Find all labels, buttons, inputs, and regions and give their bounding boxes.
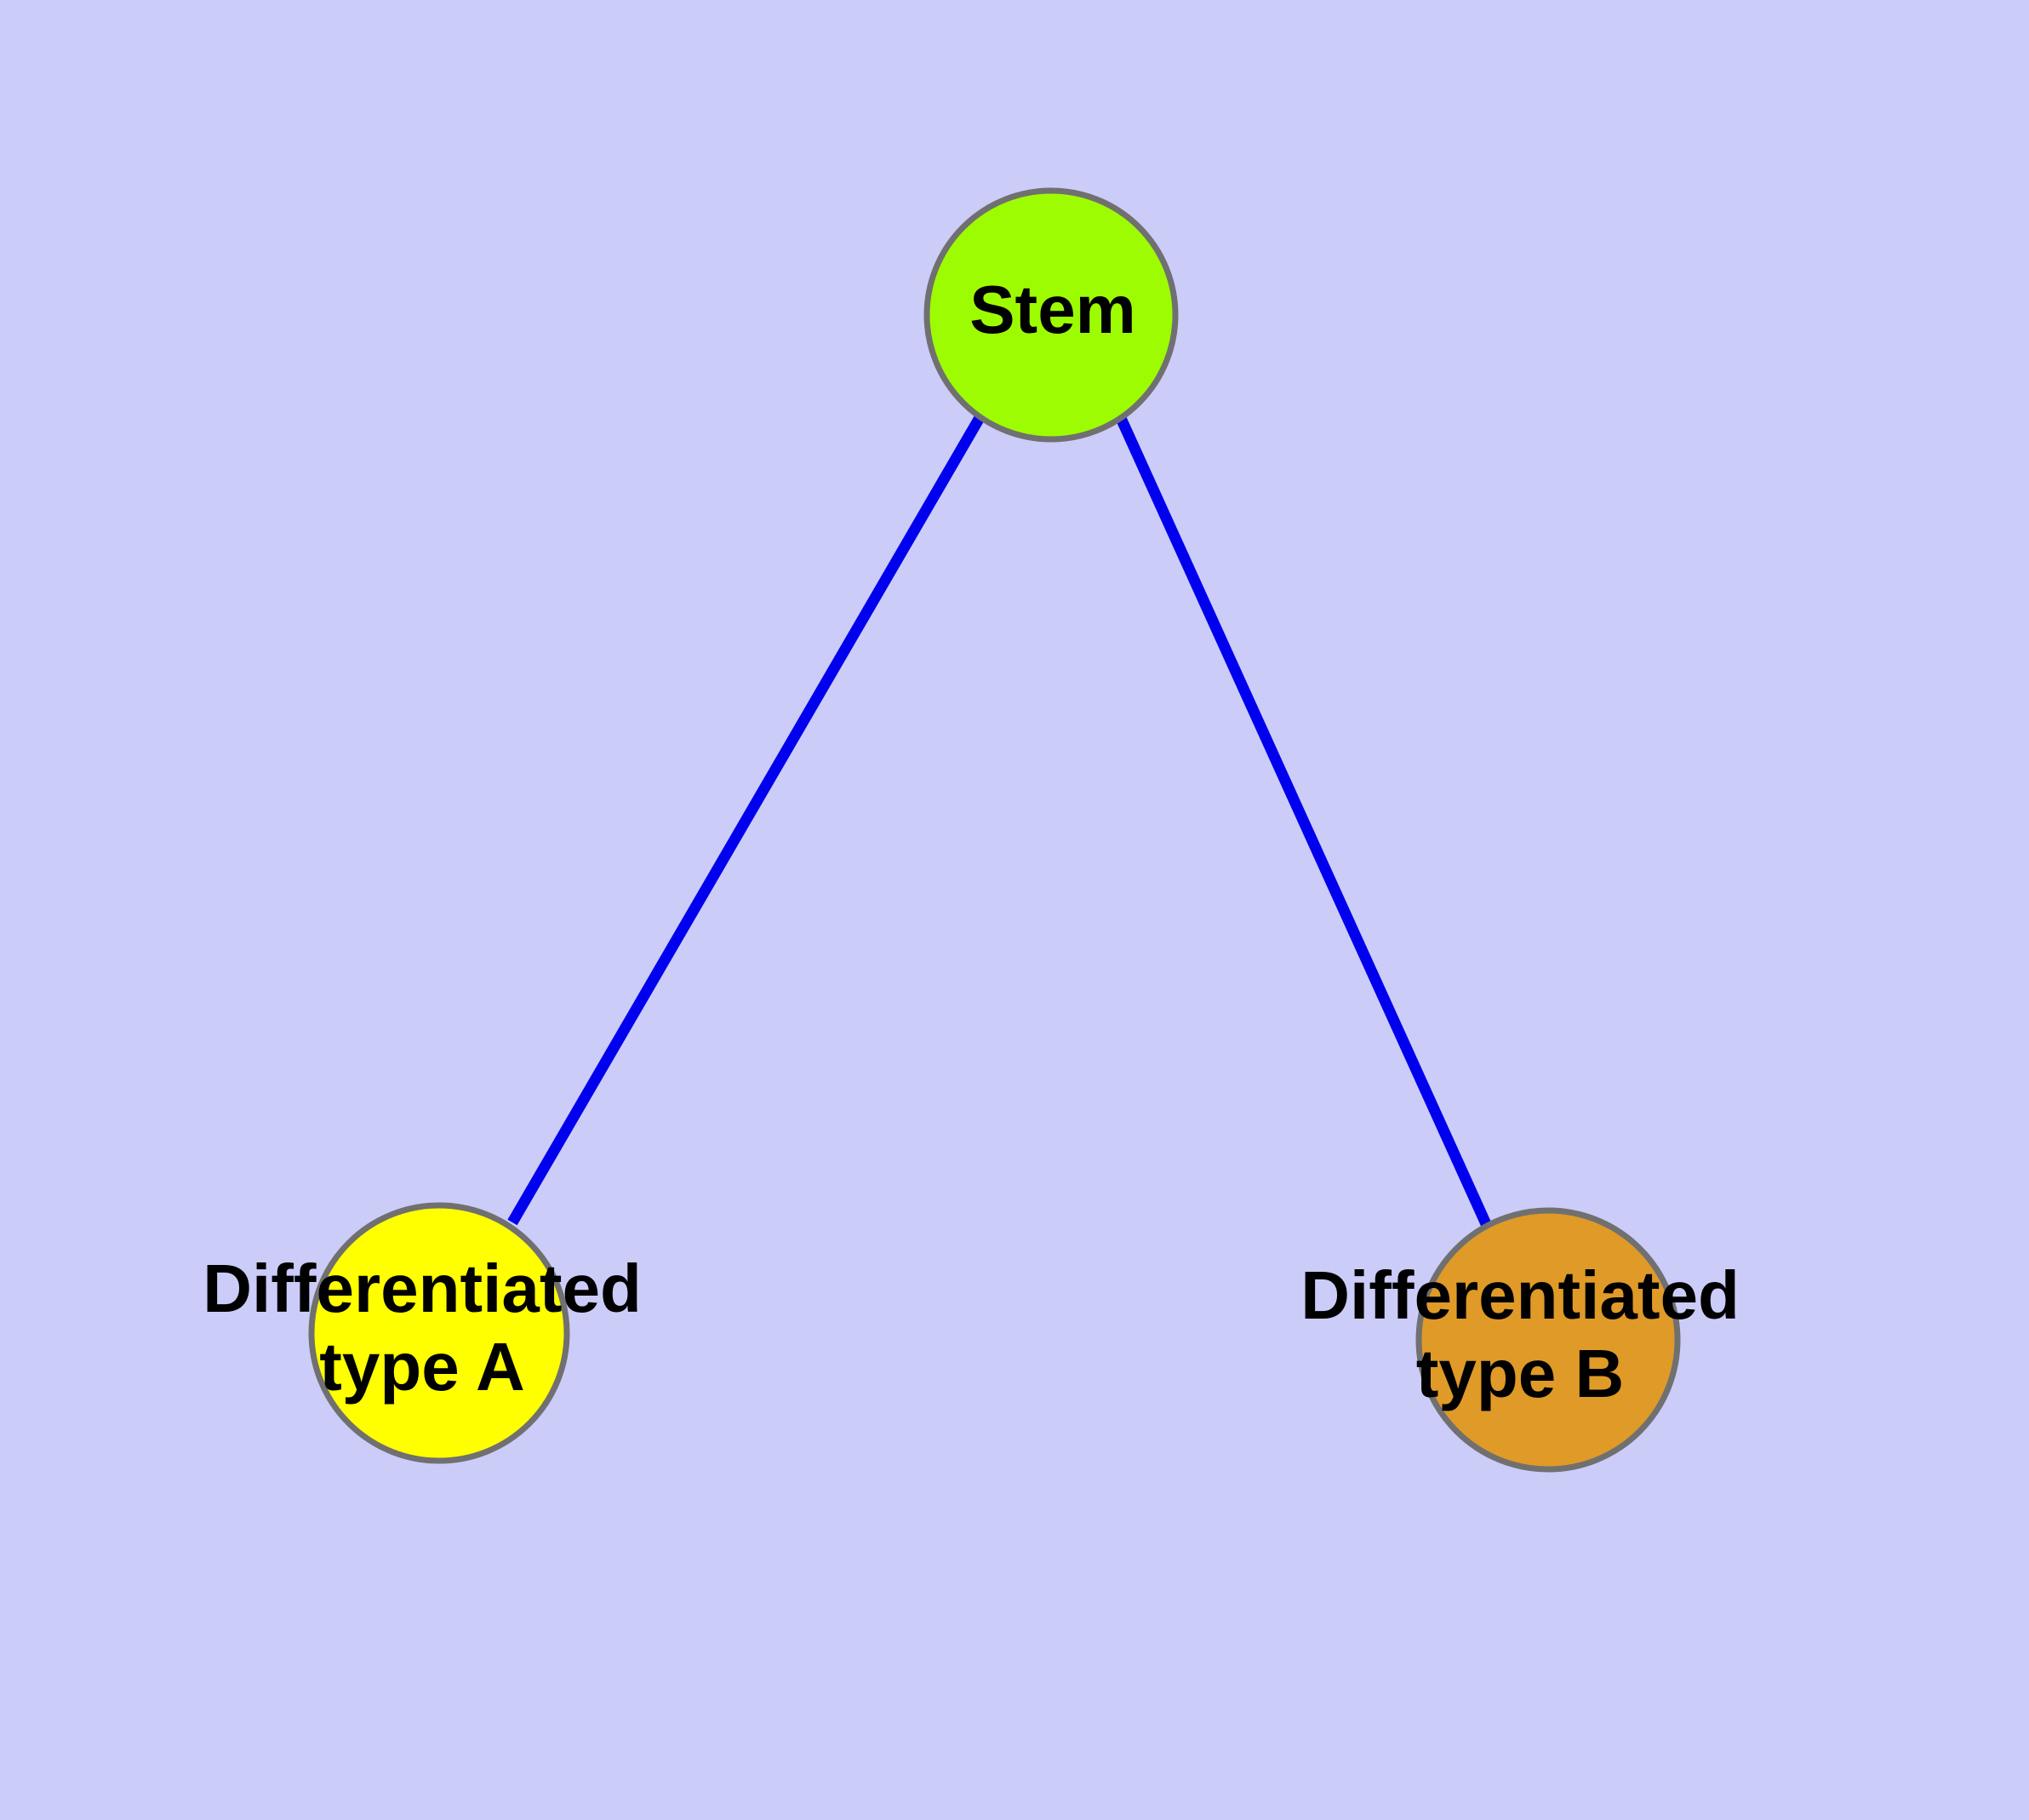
node-label-line: type A <box>319 1329 525 1405</box>
node-label-line: type B <box>1416 1336 1625 1411</box>
node-stem[interactable] <box>923 187 1179 443</box>
node-label-line: Stem <box>969 272 1136 347</box>
nodes-layer <box>308 187 1681 1473</box>
edge-stem-to-diff-a[interactable] <box>507 413 986 1226</box>
edges-layer <box>507 413 1492 1228</box>
node-label-stem: Stem <box>969 272 1136 347</box>
node-diff-b[interactable] <box>1415 1207 1681 1473</box>
node-label-line: Differentiated <box>1300 1257 1740 1333</box>
node-diff-a[interactable] <box>308 1202 570 1464</box>
edge-stem-to-diff-b[interactable] <box>1115 414 1492 1228</box>
node-label-line: Differentiated <box>203 1251 642 1326</box>
